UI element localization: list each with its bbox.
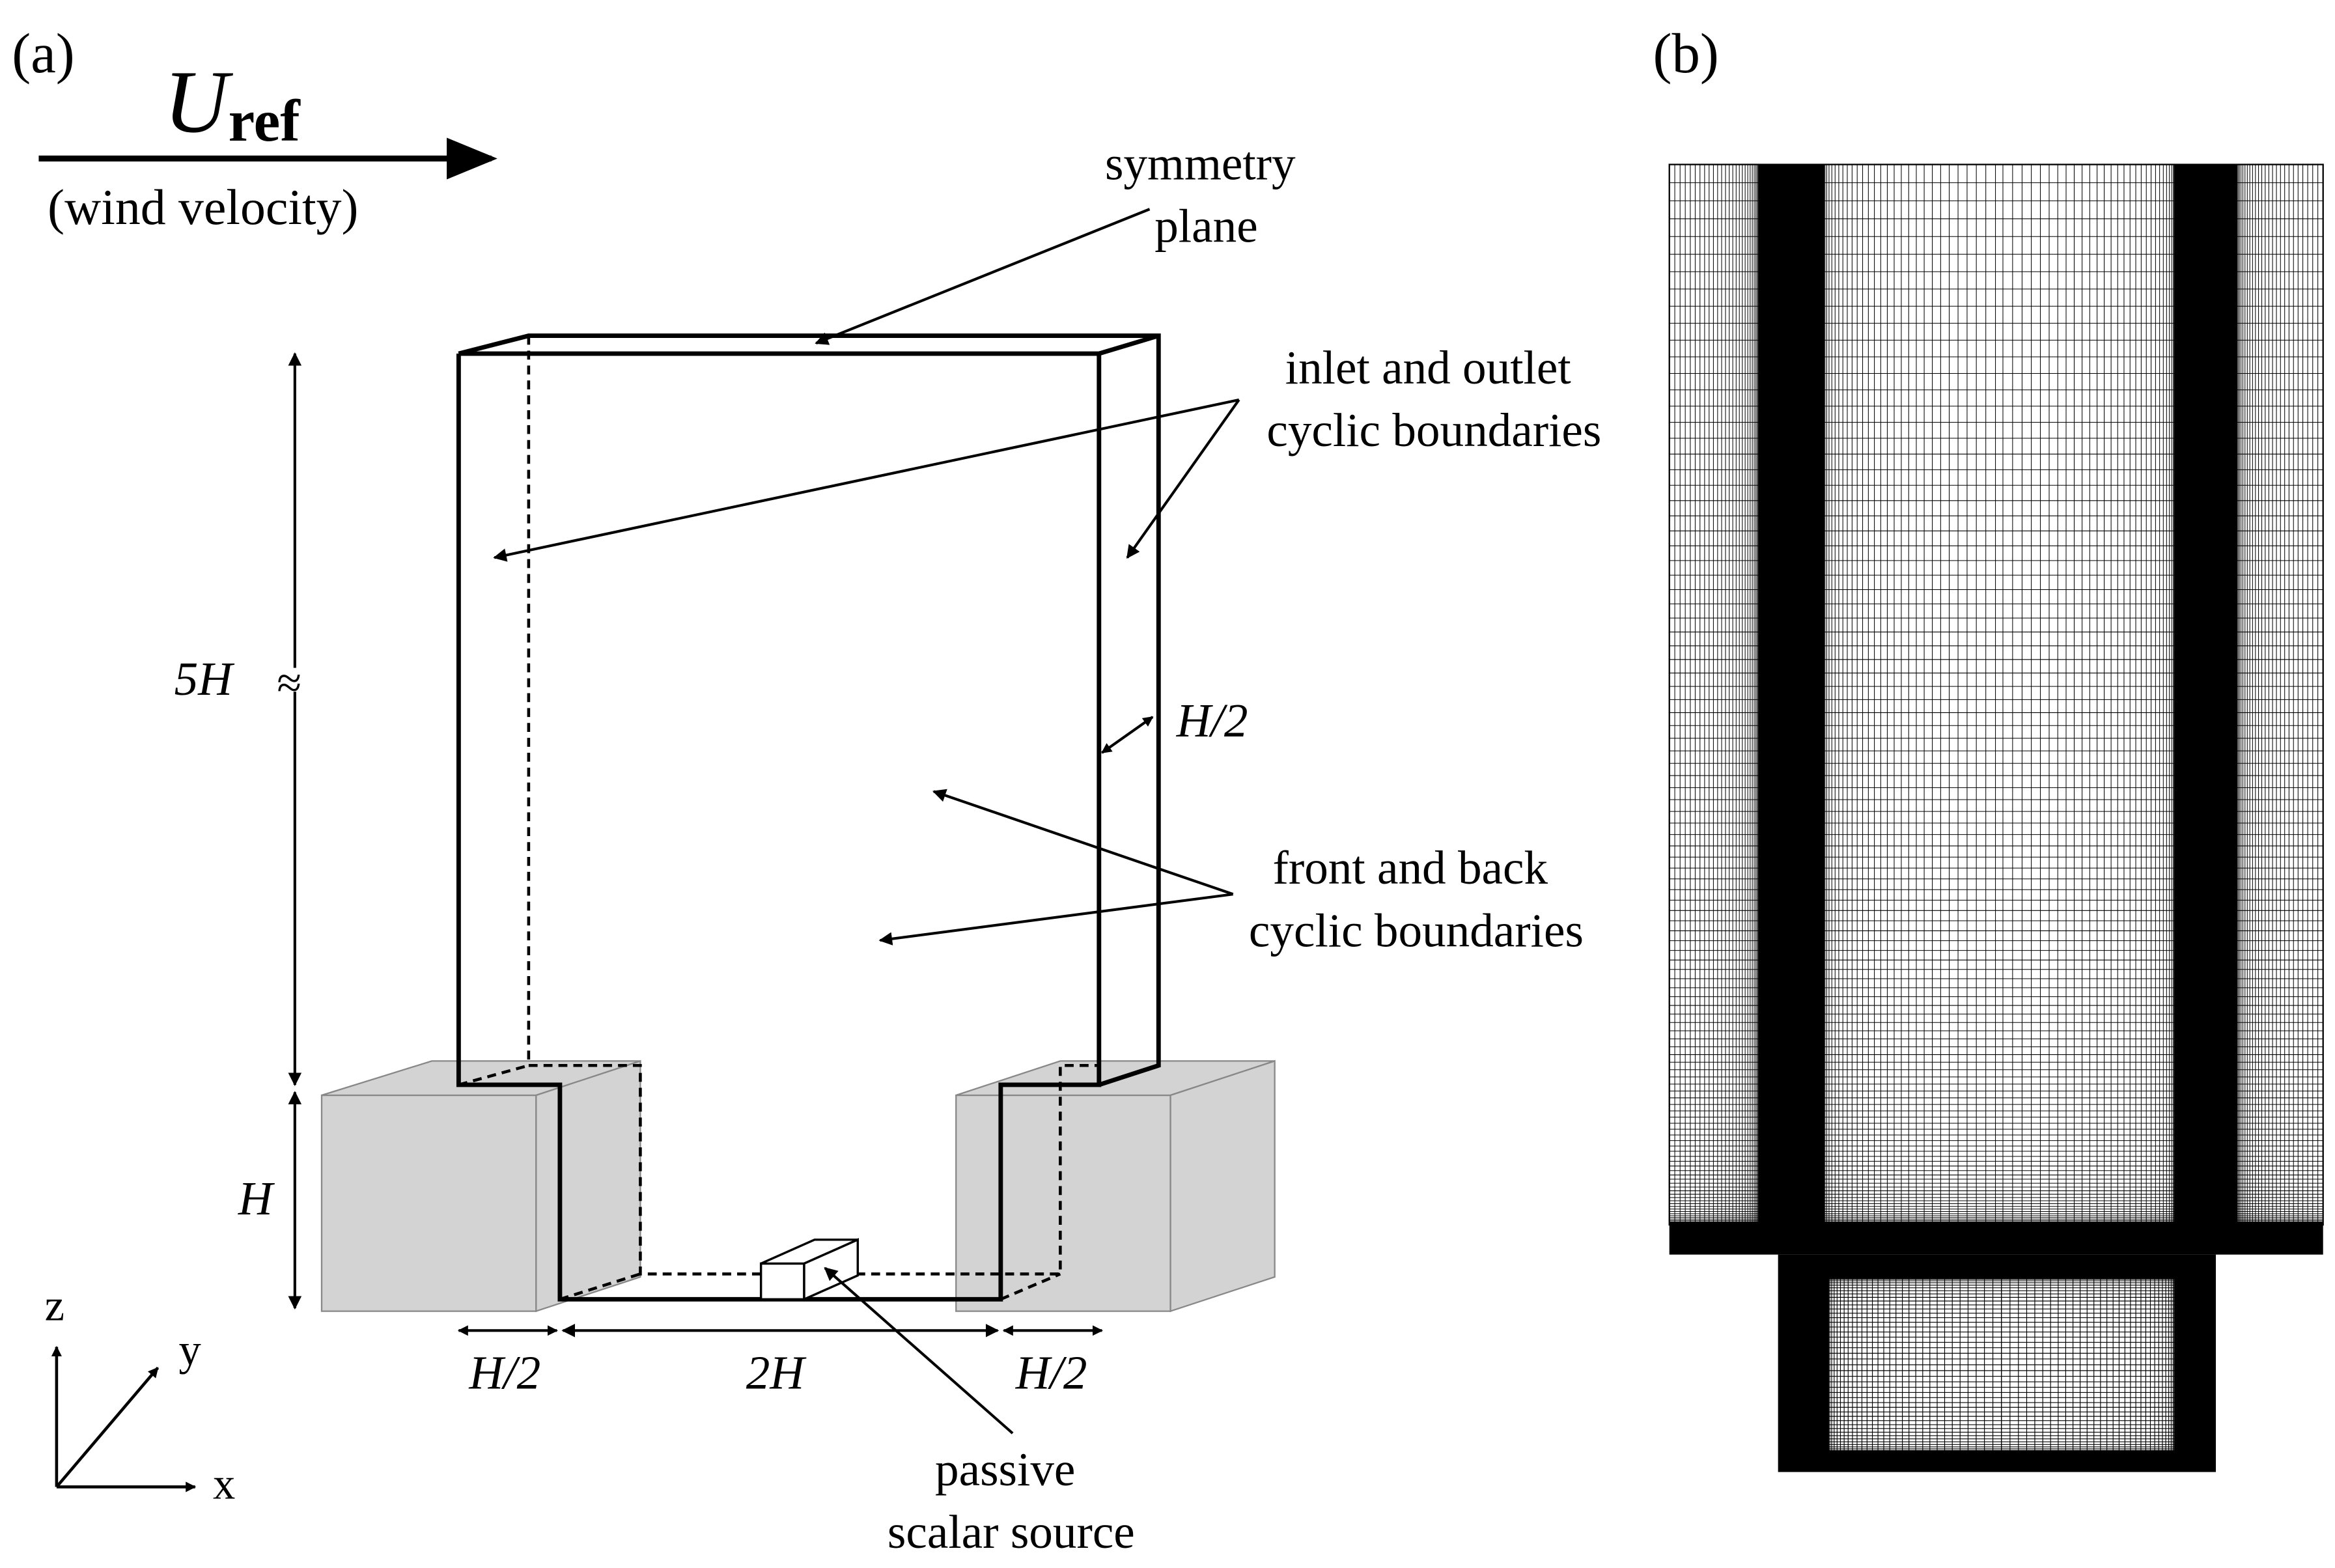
axis-y-label: y — [178, 1325, 201, 1375]
panel-a: (a) Uref (wind velocity) — [12, 22, 1601, 1558]
dim-h2-side-label: H/2 — [1176, 694, 1248, 747]
mesh-grid — [1668, 163, 2324, 1472]
panel-b: (b) — [1653, 22, 2324, 1472]
mesh-dense-band-left — [1758, 164, 1825, 1225]
axis-x-label: x — [213, 1459, 235, 1509]
y-axis-arrow — [55, 1367, 160, 1488]
left-building — [320, 1059, 641, 1313]
leader-arrows — [493, 208, 1240, 1435]
wind-arrow-head — [447, 137, 497, 180]
right-building — [955, 1059, 1276, 1313]
wind-symbol: Uref — [164, 52, 301, 154]
source-arrow — [824, 1267, 1014, 1435]
front-arrow-upper — [932, 789, 1234, 896]
inlet-arrow-left — [493, 398, 1240, 562]
front-arrow-lower — [878, 893, 1233, 945]
dim-h-label: H — [238, 1172, 275, 1225]
dim-5h-label: 5H — [175, 652, 236, 705]
symmetry-arrow — [815, 208, 1151, 345]
mesh-roof-band — [1669, 1222, 2323, 1255]
mesh-dense-band-right — [2174, 164, 2237, 1225]
front-back-label: front and back cyclic boundaries — [1249, 841, 1584, 957]
symmetry-plane-label: symmetry plane — [1105, 137, 1307, 252]
mesh-outer-boundary — [1668, 163, 2324, 1226]
scalar-source-label: passive scalar source — [888, 1443, 1135, 1558]
wind-velocity-indicator: Uref (wind velocity) — [38, 52, 497, 235]
coordinate-axes — [51, 1345, 197, 1492]
inlet-outlet-label: inlet and outlet cyclic boundaries — [1266, 341, 1601, 456]
scalar-source-box — [759, 1238, 860, 1301]
dim-h2-left-label: H/2 — [468, 1347, 540, 1399]
approx-symbol: ≈ — [277, 658, 301, 707]
axis-z-label: z — [45, 1280, 64, 1330]
inlet-arrow-right — [1126, 399, 1240, 559]
dimension-lines — [288, 352, 1154, 1337]
dim-h2-right-label: H/2 — [1015, 1347, 1087, 1399]
break-mask — [283, 667, 307, 692]
dim-h2-side-line — [1101, 716, 1154, 754]
dim-2h-label: 2H — [746, 1347, 807, 1399]
wind-caption: (wind velocity) — [48, 179, 358, 235]
panel-b-label: (b) — [1653, 22, 1719, 85]
computational-domain — [456, 333, 1161, 1302]
panel-a-label: (a) — [12, 22, 74, 85]
